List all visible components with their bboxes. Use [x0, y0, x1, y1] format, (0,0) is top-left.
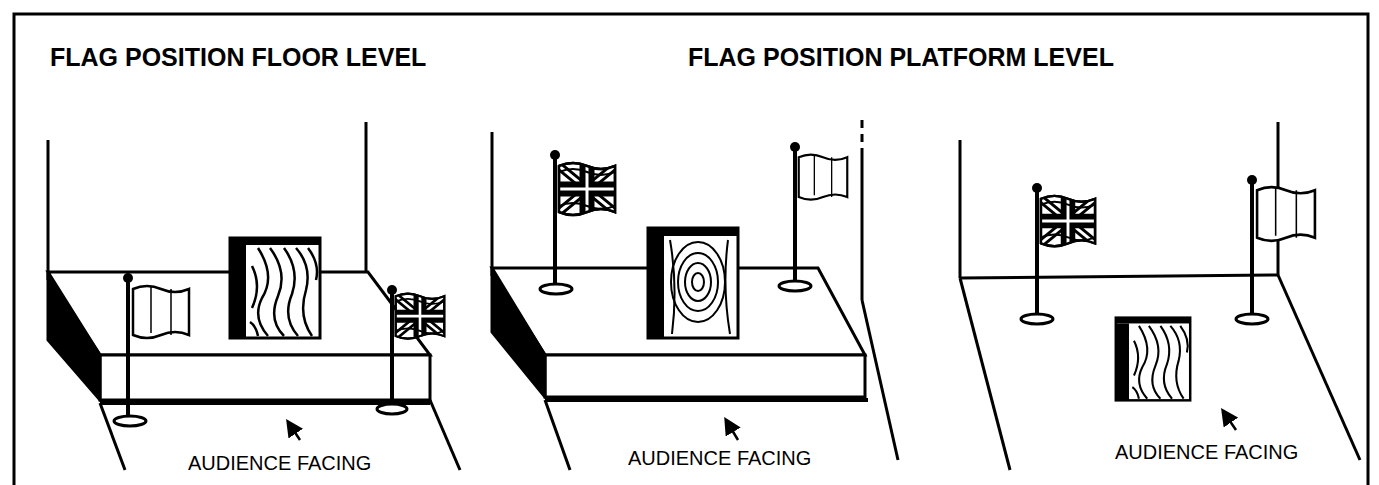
pole-finial: [1032, 183, 1042, 193]
platform-level-room: [492, 120, 898, 470]
platform-side: [492, 272, 545, 397]
pole-base: [1236, 314, 1268, 324]
frame-border: [14, 14, 1368, 485]
audience-note: AUDIENCE FACING: [628, 447, 811, 469]
pole-finial: [790, 142, 800, 152]
floor-line: [1278, 275, 1360, 460]
audience-note: AUDIENCE FACING: [188, 452, 371, 474]
flag-pole: [126, 280, 130, 420]
floor-edge: [545, 398, 868, 402]
flag-pole: [1250, 183, 1254, 318]
lectern: [1116, 318, 1190, 401]
flag-pole: [390, 292, 394, 408]
wall-line: [365, 122, 368, 272]
platform-front: [545, 355, 865, 397]
flag-pole: [793, 150, 797, 284]
white-flag-stand: [1236, 175, 1315, 324]
floor-back-edge: [960, 275, 1278, 278]
flag-pole: [1035, 191, 1039, 318]
pole-finial: [550, 150, 560, 160]
floor-level-room: [48, 122, 460, 470]
lectern: [648, 228, 738, 338]
pole-base: [114, 416, 146, 426]
platform-side: [48, 276, 100, 400]
pole-base: [377, 404, 407, 414]
floor-line: [430, 400, 460, 470]
pole-base: [779, 281, 811, 291]
white-flag-stand: [779, 142, 847, 291]
white-flag: [799, 155, 848, 200]
leader-arrow: [726, 420, 738, 440]
pole-finial: [123, 273, 133, 283]
pole-base: [1021, 314, 1053, 324]
wall-line: [861, 120, 864, 150]
flag-pole: [553, 158, 557, 288]
leader-arrow: [288, 422, 300, 440]
white-flag: [133, 286, 189, 338]
section-heading: FLAG POSITION PLATFORM LEVEL: [688, 44, 1114, 72]
lectern: [230, 238, 320, 338]
union-flag-stand: [377, 285, 446, 414]
wall-line: [47, 140, 50, 280]
pole-base: [540, 284, 572, 294]
floor-line: [100, 403, 125, 470]
wall-line: [861, 150, 864, 300]
floor-line: [862, 300, 898, 460]
union-flag-stand: [1021, 183, 1097, 324]
floor-room: [960, 122, 1360, 470]
platform-front: [100, 355, 430, 400]
floor-line: [960, 278, 1010, 470]
audience-note: AUDIENCE FACING: [1115, 441, 1298, 463]
union-flag: [557, 160, 617, 220]
wall-line: [959, 140, 962, 278]
union-flag: [1039, 193, 1097, 251]
union-flag-stand: [540, 150, 617, 294]
white-flag-stand: [114, 273, 189, 426]
section-heading: FLAG POSITION FLOOR LEVEL: [50, 44, 426, 72]
union-flag: [394, 291, 446, 343]
pole-finial: [1247, 175, 1257, 185]
white-flag: [1257, 187, 1315, 241]
pole-finial: [387, 285, 397, 295]
floor-line: [545, 400, 570, 470]
leader-arrow: [1223, 411, 1236, 430]
wall-line: [491, 132, 494, 276]
